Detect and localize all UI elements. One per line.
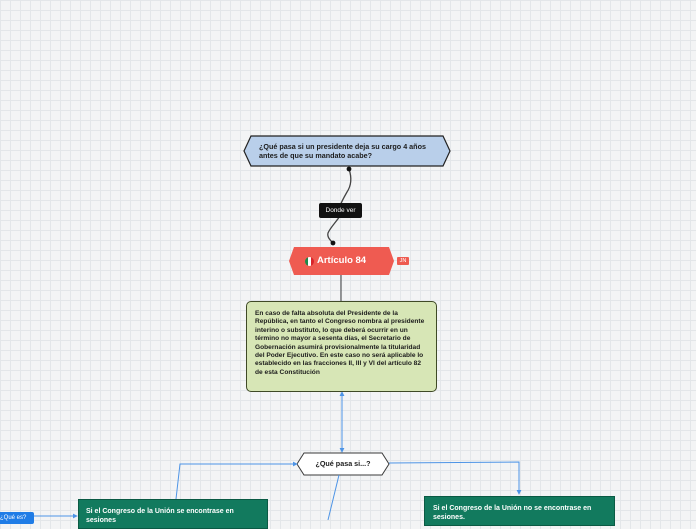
branch-left-connector[interactable] xyxy=(175,461,298,500)
branch-left-node[interactable]: Si el Congreso de la Unión se encontrase… xyxy=(78,499,268,529)
relationship-connector-lower xyxy=(327,215,341,244)
article-body-text[interactable]: En caso de falta absoluta del Presidente… xyxy=(246,301,437,392)
article-title[interactable]: Artículo 84 xyxy=(305,254,387,268)
connector-end-dot xyxy=(330,240,336,246)
connector-label[interactable]: Donde ver xyxy=(319,203,362,218)
question-node-text: ¿Qué pasa si un presidente deja su cargo… xyxy=(259,142,426,160)
author-badge[interactable]: JN xyxy=(397,257,409,265)
mexico-flag-icon xyxy=(305,256,314,266)
relationship-connector[interactable] xyxy=(339,168,352,207)
article-node-shape[interactable] xyxy=(289,247,394,275)
question-node-shape[interactable] xyxy=(243,135,451,167)
connector-start-dot xyxy=(346,166,352,172)
branch-question-text: ¿Qué pasa si...? xyxy=(315,459,371,468)
article-title-text: Artículo 84 xyxy=(317,255,367,266)
branch-right-node[interactable]: Si el Congreso de la Unión no se encontr… xyxy=(424,496,615,526)
branch-right-connector[interactable] xyxy=(388,461,522,495)
branch-center-connector xyxy=(327,474,340,520)
what-is-pill[interactable]: ¿Qué es? xyxy=(0,512,34,524)
